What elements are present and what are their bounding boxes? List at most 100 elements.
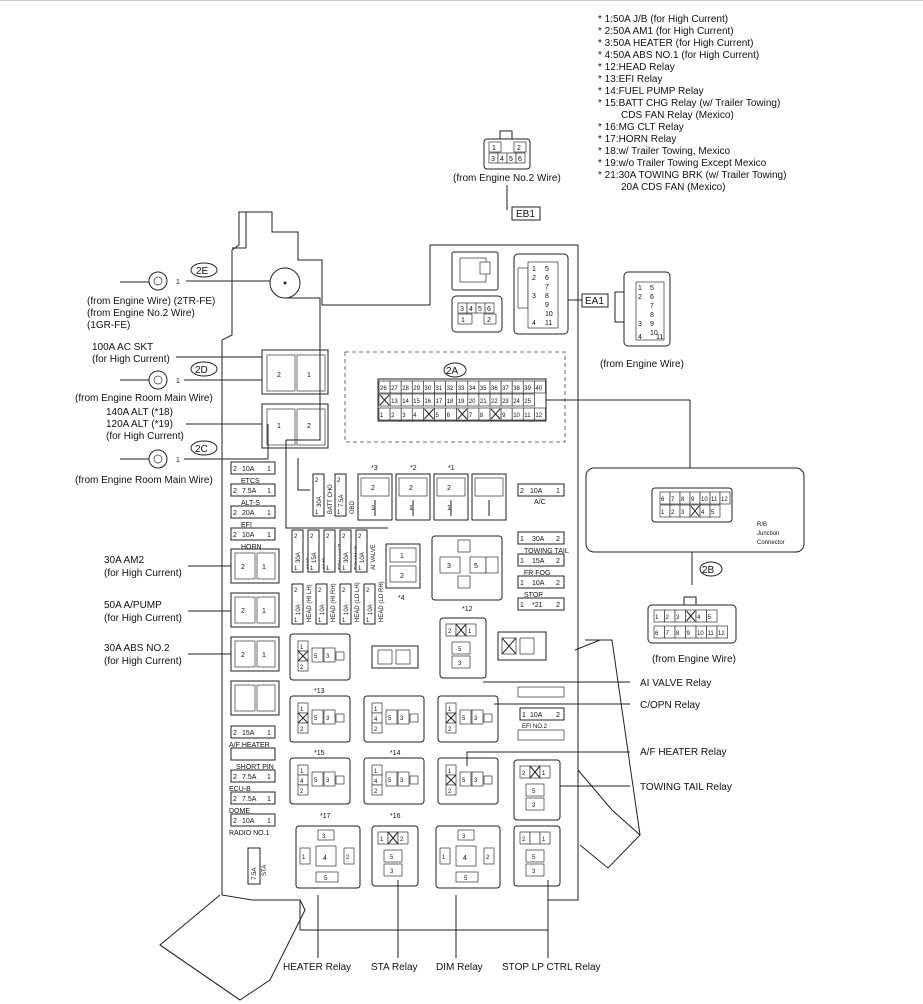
svg-text:1: 1 xyxy=(522,712,526,719)
svg-text:1: 1 xyxy=(461,317,465,324)
pin-number: 1 xyxy=(267,796,271,803)
note: * 19:w/o Trailer Towing Except Mexico xyxy=(598,158,767,169)
svg-text:3: 3 xyxy=(447,563,451,570)
pin-number: 2 xyxy=(300,665,304,671)
pin-number: 2 xyxy=(520,488,524,495)
pin-number: 18 xyxy=(447,399,454,405)
pin-number: 38 xyxy=(513,386,520,392)
pin-number: 2 xyxy=(671,510,675,516)
pin-number: 6 xyxy=(518,156,522,163)
fuse xyxy=(315,583,328,625)
pin-number: 11 xyxy=(711,497,718,503)
fuse-amp: 10A xyxy=(296,604,302,615)
svg-text:2: 2 xyxy=(371,485,375,492)
pin-number: 37 xyxy=(502,386,509,392)
pin-number: 10 xyxy=(697,631,704,637)
right-relay-labels: AI VALVE Relay C/OPN Relay A/F HEATER Re… xyxy=(466,678,732,793)
heater-relay-label: HEATER Relay xyxy=(283,962,351,973)
fuse xyxy=(334,473,347,517)
pin-number: 27 xyxy=(391,386,398,392)
pin-number: 1 xyxy=(318,618,322,624)
pin-number: 1 xyxy=(267,532,271,539)
pin-number: 7 xyxy=(545,284,549,291)
pin-number: 2 xyxy=(556,602,560,609)
pin-number: 5 xyxy=(314,778,318,784)
fuse-name: OBD xyxy=(350,500,356,514)
fuse xyxy=(323,529,336,573)
pin-number: 35 xyxy=(480,386,487,392)
relay-marker: *13 xyxy=(314,688,325,695)
pin-number: 1 xyxy=(267,730,271,737)
pin-number: 1 xyxy=(300,707,304,713)
from-label: (1GR-FE) xyxy=(87,320,130,331)
fuse-label: (for High Current) xyxy=(106,431,184,442)
from-label: (from Engine Room Main Wire) xyxy=(75,393,213,404)
pin-number: 34 xyxy=(469,386,476,392)
pin-number: 1 xyxy=(326,566,330,572)
pin-number: 40 xyxy=(535,386,542,392)
pin-number: 3 xyxy=(462,834,466,840)
pin-number: 9 xyxy=(687,631,691,637)
pin-number: 1 xyxy=(300,645,304,651)
pin-number: 1 xyxy=(492,145,496,152)
pin-number: 2 xyxy=(366,588,370,594)
fuse-name: HEAD (HI LH) xyxy=(307,584,313,622)
pin-number: 2 xyxy=(358,534,362,540)
pin-number: 1 xyxy=(267,466,271,473)
fuse-name: HEAD (LO LH) xyxy=(355,582,361,622)
pin-number: 1 xyxy=(448,769,452,775)
note: * 16:MG CLT Relay xyxy=(598,122,684,133)
from-engine-no2-label: (from Engine No.2 Wire) xyxy=(453,173,561,184)
pin-number: 1 xyxy=(556,488,560,495)
svg-text:2: 2 xyxy=(241,652,245,659)
pin-number: 4 xyxy=(323,855,327,862)
connector-2b-label: 2B xyxy=(702,565,715,576)
pin-number: 4 xyxy=(463,855,467,862)
pin-number: 3 xyxy=(400,716,404,722)
pin-number: 2 xyxy=(556,558,560,565)
pin-number: 6 xyxy=(447,413,451,419)
fuse xyxy=(312,473,325,517)
fuse-amp: 20A xyxy=(242,510,255,517)
from-label: (from Engine Wire) (2TR-FE) xyxy=(87,296,215,307)
pin-number: 11 xyxy=(524,413,531,419)
pin-number: 1 xyxy=(342,618,346,624)
pin-number: 32 xyxy=(447,386,454,392)
svg-text:STA: STA xyxy=(262,865,268,876)
fuse-amp: 30A xyxy=(344,552,350,563)
pin-number: 2 xyxy=(337,478,341,484)
pin-number: 8 xyxy=(480,413,484,419)
pin-number: 13 xyxy=(391,399,398,405)
pin-number: 1 xyxy=(374,707,378,713)
pin-number: 1 xyxy=(267,818,271,825)
pin-number: 25 xyxy=(524,399,531,405)
svg-text:1: 1 xyxy=(176,378,180,385)
pin-number: 5 xyxy=(708,615,712,621)
svg-text:2: 2 xyxy=(556,712,560,719)
fuse xyxy=(517,553,565,567)
note: * 2:50A AM1 (for High Current) xyxy=(598,26,734,37)
relay-marker: *17 xyxy=(320,813,331,820)
connector-2a-label: 2A xyxy=(446,366,459,377)
from-engine-wire-label: (from Engine Wire) xyxy=(600,359,684,370)
pin-number: 33 xyxy=(458,386,465,392)
pin-number: 5 xyxy=(532,789,536,795)
fuse-label: (for High Current) xyxy=(92,354,170,365)
pin-number: 39 xyxy=(524,386,531,392)
fuse-name: FR FOG xyxy=(524,570,550,577)
fuse xyxy=(230,505,276,519)
pin-number: 4 xyxy=(374,779,378,785)
fuse xyxy=(291,583,304,625)
from-label: (from Engine Room Main Wire) xyxy=(75,475,213,486)
pin-number: 9 xyxy=(691,497,695,503)
svg-text:1: 1 xyxy=(400,553,404,560)
fuse-name: SHORT PIN xyxy=(236,764,274,771)
pin-number: 5 xyxy=(462,716,466,722)
pin-cell xyxy=(719,491,731,505)
pin-number: 2 xyxy=(233,466,237,473)
pin-number: 1 xyxy=(655,615,659,621)
pin-number: 3 xyxy=(532,293,536,300)
svg-text:2: 2 xyxy=(241,608,245,615)
